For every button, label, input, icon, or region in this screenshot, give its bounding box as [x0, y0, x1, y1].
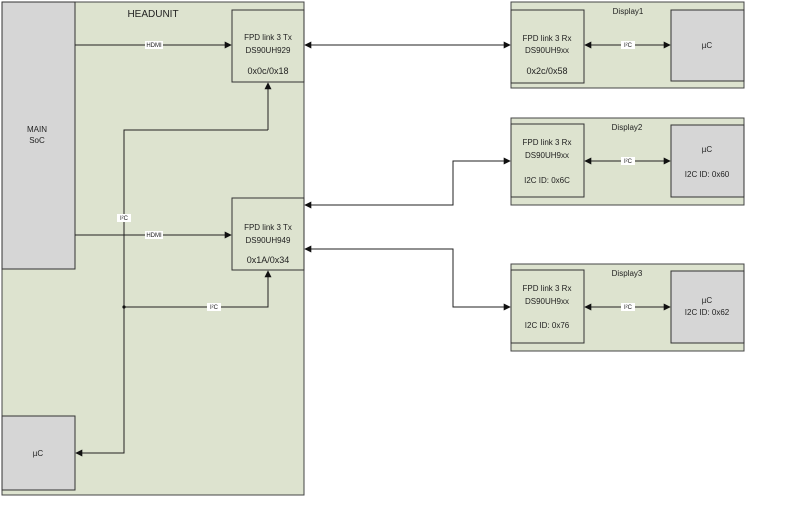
i2c-label-bus: I²C — [120, 216, 129, 222]
display2-rx-line2: DS90UH9xx — [525, 151, 569, 160]
fpd-link-display2 — [304, 157, 511, 209]
fpd-link-display3 — [304, 245, 511, 311]
tx2-line1: FPD link 3 Tx — [244, 223, 292, 232]
display3-uc-label: µC — [702, 296, 713, 305]
display2-title: Display2 — [612, 123, 643, 132]
display2-i2c-label: I²C — [624, 159, 633, 165]
display1-rx-line2: DS90UH9xx — [525, 46, 569, 55]
tx2-address: 0x1A/0x34 — [247, 255, 290, 265]
hdmi-link-1: HDMI — [75, 41, 232, 49]
display3-i2c-label: I²C — [624, 305, 633, 311]
display1-uc-label: µC — [702, 41, 713, 50]
soc-label-line2: SoC — [29, 136, 45, 145]
display2-uc-id: I2C ID: 0x60 — [685, 170, 730, 179]
tx1-line1: FPD link 3 Tx — [244, 33, 292, 42]
display3-uc-id: I2C ID: 0x62 — [685, 308, 730, 317]
headunit-uc-block: µC — [1, 415, 76, 491]
display3-rx-line1: FPD link 3 Rx — [523, 284, 572, 293]
soc-label-line1: MAIN — [27, 125, 47, 134]
main-soc-block: MAIN SoC — [1, 1, 76, 270]
tx2-line2: DS90UH949 — [246, 236, 291, 245]
headunit-uc-label: µC — [33, 449, 44, 458]
i2c-bus-headunit: I²C I²C — [75, 82, 272, 457]
display3-rx-line2: DS90UH9xx — [525, 297, 569, 306]
hdmi-label-1: HDMI — [146, 43, 162, 49]
i2c-label-tx2: I²C — [210, 305, 219, 311]
display1-rx-address: 0x2c/0x58 — [526, 66, 567, 76]
display2-uc-label: µC — [702, 145, 713, 154]
display1-i2c-label: I²C — [624, 43, 633, 49]
display3-rx-address: I2C ID: 0x76 — [525, 321, 570, 330]
display2-box: Display2 FPD link 3 Rx DS90UH9xx I2C ID:… — [510, 117, 745, 206]
display1-rx-line1: FPD link 3 Rx — [523, 34, 572, 43]
fpd-tx1-block: FPD link 3 Tx DS90UH929 0x0c/0x18 — [231, 9, 305, 83]
tx1-address: 0x0c/0x18 — [247, 66, 288, 76]
display1-title: Display1 — [613, 7, 644, 16]
fpd-tx2-block: FPD link 3 Tx DS90UH949 0x1A/0x34 — [231, 197, 305, 271]
display2-rx-line1: FPD link 3 Rx — [523, 138, 572, 147]
tx1-line2: DS90UH929 — [246, 46, 291, 55]
display3-box: Display3 FPD link 3 Rx DS90UH9xx I2C ID:… — [510, 263, 745, 352]
hdmi-label-2: HDMI — [146, 233, 162, 239]
hdmi-link-2: HDMI — [75, 231, 232, 239]
display1-box: Display1 FPD link 3 Rx DS90UH9xx 0x2c/0x… — [510, 1, 745, 89]
display2-rx-address: I2C ID: 0x6C — [524, 176, 570, 185]
display3-title: Display3 — [612, 269, 643, 278]
headunit-title: HEADUNIT — [127, 9, 178, 20]
